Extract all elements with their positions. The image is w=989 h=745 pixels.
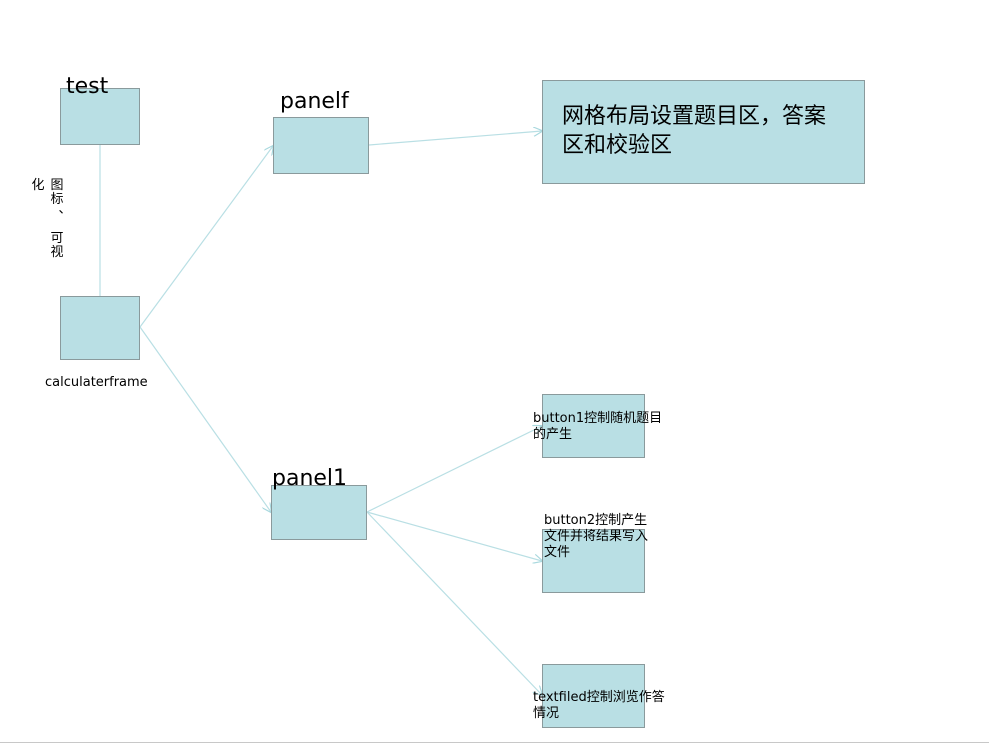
link-frame-panelf	[139, 146, 273, 328]
node-panel1-label: panel1	[272, 466, 348, 491]
bottom-divider	[0, 742, 989, 743]
node-grid-label: 网格布局设置题目区，答案区和校验区	[562, 104, 827, 158]
node-button1-box	[542, 394, 645, 458]
link-panelf-grid	[368, 131, 542, 146]
link-panel1-button1	[366, 426, 542, 513]
link-frame-panel1	[139, 326, 271, 512]
node-button2-label: button2控制产生文件并将结果写入文件	[544, 513, 649, 560]
node-grid-box	[542, 80, 865, 184]
node-textfiled-box	[542, 664, 645, 728]
node-calculaterframe-box	[60, 296, 140, 360]
node-calculaterframe-label: calculaterframe	[45, 375, 148, 390]
node-textfiled-label: textfiled控制浏览作答情况	[533, 690, 665, 721]
node-test-label: test	[66, 74, 109, 99]
node-test-box	[60, 88, 140, 145]
node-button1-label: button1控制随机题目的产生	[533, 411, 663, 442]
vchar-right-1: 标	[50, 192, 64, 207]
node-button2-box	[542, 529, 645, 593]
vchar-right-0: 图	[50, 178, 64, 193]
link-panel1-textfiled	[366, 511, 542, 695]
vchar-right-4: 可	[50, 231, 64, 246]
node-panel1-box	[271, 485, 367, 540]
node-panelf-label: panelf	[280, 89, 349, 114]
vchar-left-0: 化	[31, 178, 45, 193]
vchar-right-5: 视	[50, 245, 64, 260]
link-panel1-button2	[366, 511, 542, 561]
node-panelf-box	[273, 117, 369, 174]
vchar-right-2: 、	[58, 202, 72, 217]
